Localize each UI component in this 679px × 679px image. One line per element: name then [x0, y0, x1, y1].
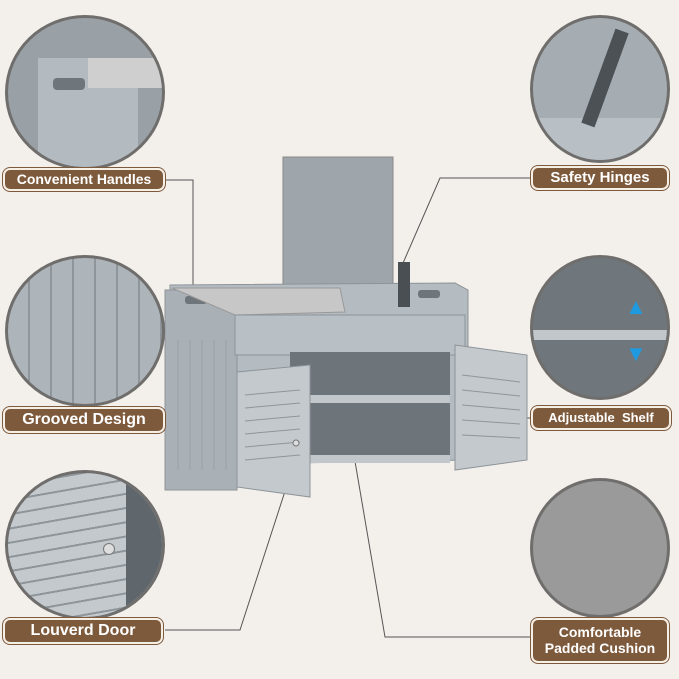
- drawer-edge: [533, 118, 667, 160]
- hinge: [398, 262, 410, 307]
- up-arrow-icon: ▲: [625, 294, 647, 319]
- storage-bench-illustration: [164, 156, 528, 498]
- shelf-closeup: [533, 330, 667, 340]
- handle-icon: [53, 78, 85, 90]
- seat-cushion: [171, 287, 346, 316]
- detail-circle-handles: [5, 15, 165, 170]
- label-grooved-design: Grooved Design: [3, 407, 165, 433]
- label-safety-hinges: Safety Hinges: [531, 166, 669, 190]
- label-adjustable-shelf: Adjustable Shelf: [531, 406, 671, 430]
- drawer-front: [234, 314, 466, 356]
- down-arrow-icon: ▼: [625, 341, 647, 366]
- detail-circle-hinges: [530, 15, 670, 163]
- detail-circle-shelf: ▲ ▼: [530, 255, 670, 400]
- leader-handles: [165, 179, 194, 300]
- label-convenient-handles: Convenient Handles: [3, 168, 165, 191]
- detail-circle-cushion: [530, 478, 670, 618]
- detail-circle-grooved: [5, 255, 165, 407]
- leader-door: [165, 444, 301, 631]
- side-panel: [164, 289, 238, 491]
- label-padded-cushion: Comfortable Padded Cushion: [531, 618, 669, 663]
- label-cushion-line1: Comfortable: [558, 624, 642, 641]
- hinge-icon: [581, 28, 629, 128]
- door-knob: [292, 439, 300, 447]
- cushion-closeup: [88, 58, 162, 88]
- door-knob-icon: [103, 543, 115, 555]
- shoe-cabinet-interior: [290, 352, 450, 462]
- cabinet-interior: [126, 473, 162, 617]
- open-lid: [282, 156, 394, 288]
- label-cushion-line2: Padded Cushion: [544, 639, 656, 656]
- shelf: [290, 395, 450, 403]
- detail-circle-door: [5, 470, 165, 620]
- label-louverd-door: Louverd Door: [3, 618, 163, 644]
- leader-hinges: [399, 177, 530, 271]
